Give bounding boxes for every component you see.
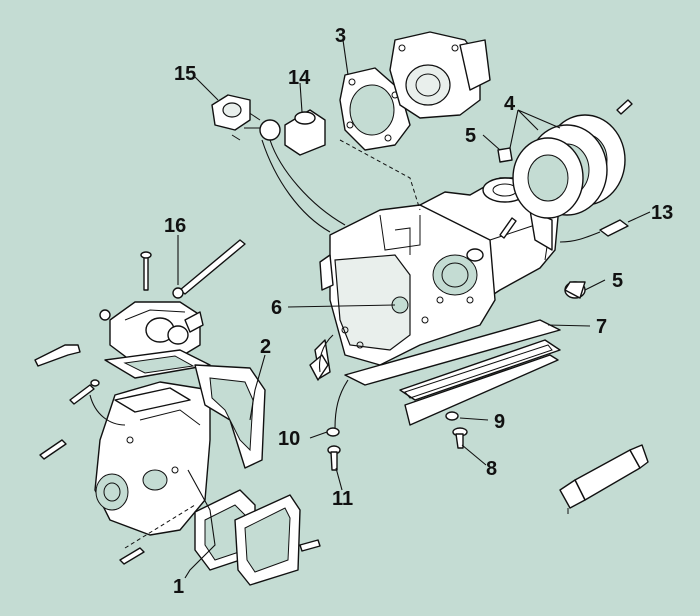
- linkage-rod-16: [140, 239, 246, 299]
- main-housing: [314, 177, 561, 379]
- plug-5-right: [564, 281, 586, 299]
- extension-gasket-set: [512, 114, 626, 219]
- callout-2: 2: [260, 336, 271, 358]
- callout-10: 10: [278, 428, 300, 450]
- callout-16: 16: [164, 215, 186, 237]
- shift-sensor-14: [244, 109, 346, 233]
- callout-14: 14: [288, 67, 311, 89]
- cover-plate-15: [211, 94, 251, 141]
- callout-8: 8: [486, 458, 497, 480]
- callout-13: 13: [651, 202, 673, 224]
- shift-cover: [99, 301, 204, 361]
- callout-11: 11: [332, 488, 353, 510]
- nut-5-top: [497, 147, 513, 163]
- callout-7: 7: [596, 316, 607, 338]
- callout-15: 15: [174, 63, 196, 85]
- bolt-8: [452, 427, 468, 449]
- callout-6: 6: [271, 297, 282, 319]
- oil-pan-gasket-7: [344, 319, 561, 426]
- shift-cover-gasket: [104, 349, 211, 379]
- bolts-left: [34, 344, 321, 565]
- leader-lines: [177, 39, 651, 579]
- breather-6: [309, 334, 334, 381]
- bolt-11: [327, 445, 341, 471]
- assembly-line-3: [339, 139, 421, 211]
- side-housing-1: [94, 381, 211, 549]
- washer-9: [445, 411, 459, 421]
- callout-4: 4: [504, 93, 516, 115]
- bolt-4: [616, 99, 633, 115]
- gasket-2: [194, 364, 266, 469]
- washer-10: [326, 427, 340, 437]
- rear-adapter-housing: [389, 31, 491, 119]
- leader-10-line: [334, 379, 349, 429]
- side-gaskets-1: [194, 489, 301, 586]
- sensor-13: [559, 219, 629, 243]
- sealant-tube: [559, 444, 649, 514]
- callout-3: 3: [335, 25, 346, 47]
- callout-5-right: 5: [612, 270, 623, 292]
- callout-5-top: 5: [465, 125, 476, 147]
- callout-1: 1: [173, 576, 184, 598]
- callout-9: 9: [494, 411, 505, 433]
- adapter-gasket: [339, 67, 411, 151]
